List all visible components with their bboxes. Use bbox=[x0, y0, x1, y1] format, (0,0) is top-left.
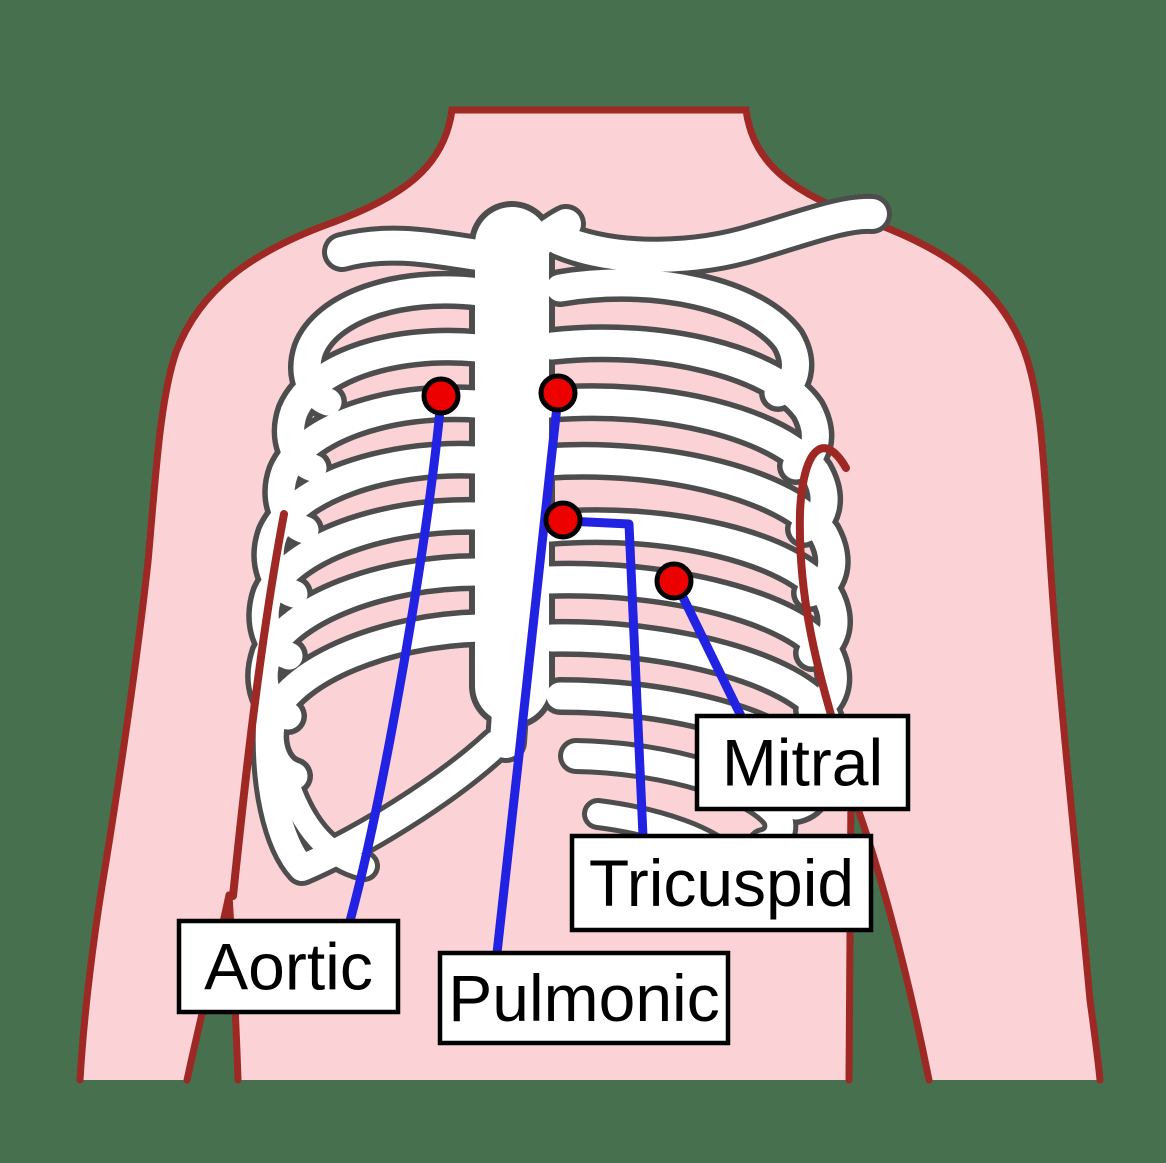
right-arm-gap-torso-edge bbox=[845, 786, 855, 1084]
aortic-point-dot bbox=[421, 376, 461, 416]
aortic-leader-line bbox=[345, 395, 446, 926]
right-arm-gap-arm-edge bbox=[847, 786, 933, 1084]
torso-outline bbox=[76, 106, 1104, 1084]
point-dots bbox=[421, 373, 694, 601]
mitral-label-text: Mitral bbox=[722, 726, 883, 800]
tricuspid-leader-line bbox=[562, 516, 648, 841]
aortic-label-box bbox=[176, 918, 401, 1015]
pulmonic-label-text: Pulmonic bbox=[448, 961, 719, 1035]
mitral-point-dot bbox=[654, 561, 694, 601]
left-armpit-line bbox=[229, 510, 288, 900]
tricuspid-label-text: Tricuspid bbox=[589, 846, 854, 920]
mitral-leader-line bbox=[672, 580, 746, 721]
tricuspid-label-box bbox=[569, 833, 874, 933]
labels: Aortic Pulmonic Tricuspid Mitral bbox=[176, 713, 911, 1046]
pulmonic-point-dot bbox=[538, 373, 578, 413]
leader-lines bbox=[345, 392, 746, 958]
aortic-label-text: Aortic bbox=[204, 930, 373, 1004]
pulmonic-leader-line bbox=[492, 392, 563, 958]
tricuspid-point-dot bbox=[543, 500, 583, 540]
pulmonic-label-box bbox=[437, 950, 731, 1046]
mitral-label-box bbox=[694, 713, 911, 812]
